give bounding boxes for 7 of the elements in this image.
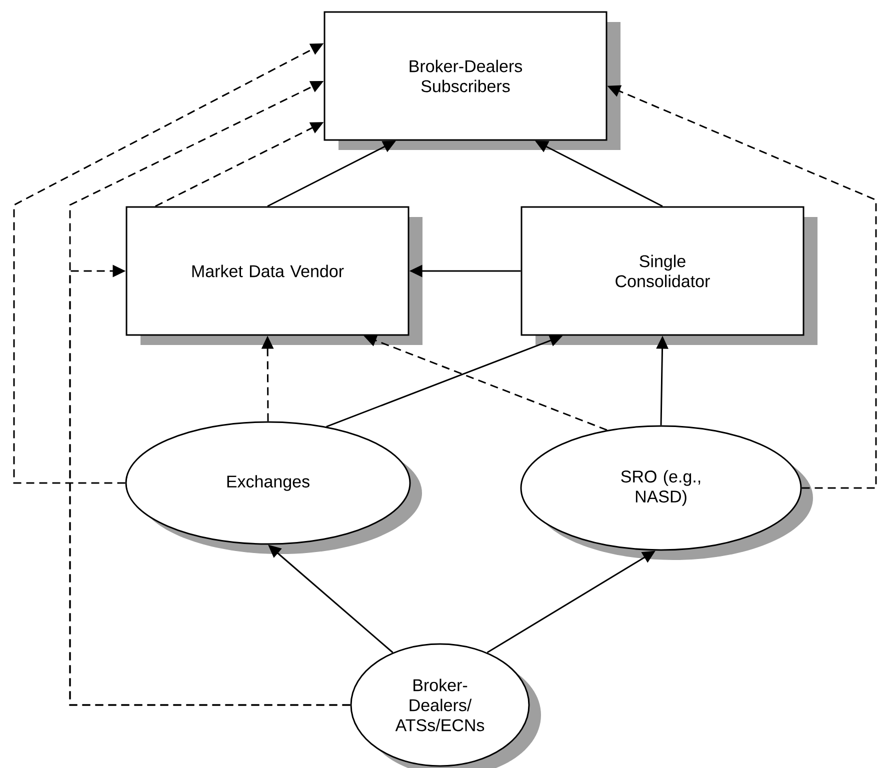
process-box: Single Consolidator — [520, 206, 818, 345]
ellipse-node: Exchanges — [125, 421, 422, 554]
process-box: Broker-Dealers Subscribers — [324, 11, 620, 150]
ellipse-node: SRO (e.g., NASD) — [520, 425, 813, 560]
ellipse-node: Broker- Dealers/ ATSs/ECNs — [350, 643, 541, 768]
process-box: Market Data Vendor — [126, 206, 422, 345]
arrow — [69, 264, 350, 706]
